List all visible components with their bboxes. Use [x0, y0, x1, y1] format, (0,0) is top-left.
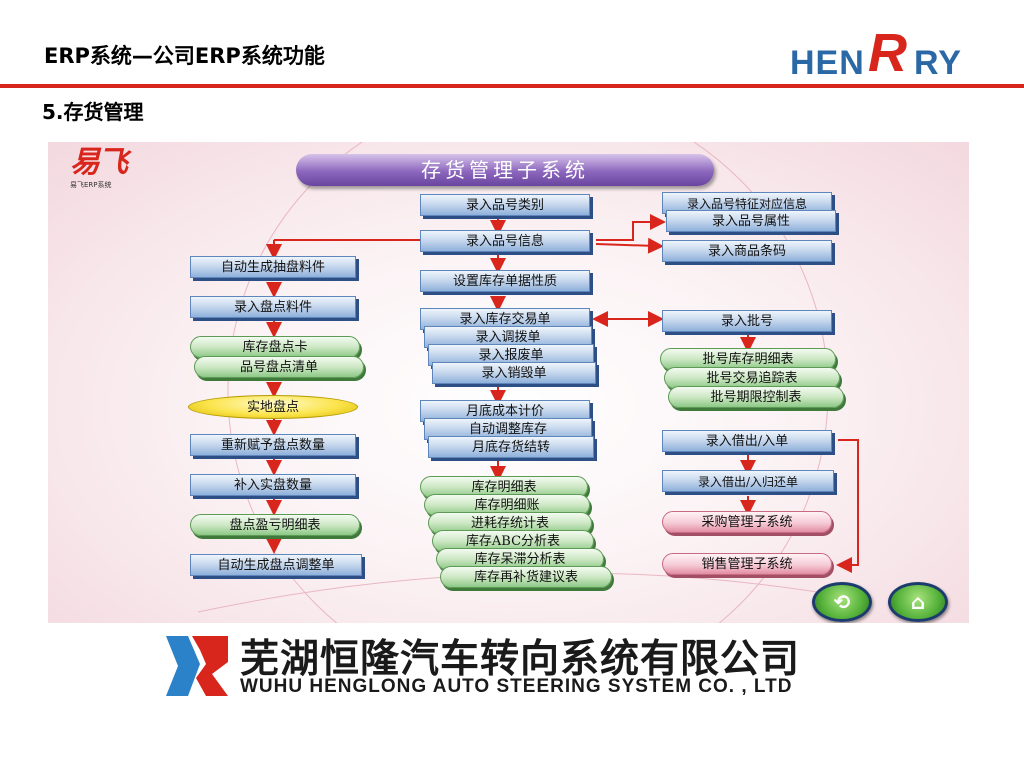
node-enter-actual-qty[interactable]: 补入实盘数量: [190, 474, 356, 496]
node-doc-property[interactable]: 设置库存单据性质: [420, 270, 590, 292]
node-physical-count[interactable]: 实地盘点: [188, 395, 358, 419]
company-name-en: WUHU HENGLONG AUTO STEERING SYSTEM CO. ,…: [240, 676, 793, 697]
node-scrap[interactable]: 录入报废单: [428, 344, 594, 366]
node-borrow-in-out[interactable]: 录入借出/入单: [662, 430, 832, 452]
report-in-out-stats[interactable]: 进耗存统计表: [428, 512, 592, 534]
henry-logo: HEN R RY: [790, 20, 990, 83]
header-divider: [0, 84, 1024, 88]
node-borrow-return[interactable]: 录入借出/入归还单: [662, 470, 834, 492]
subsystem-banner: 存货管理子系统: [296, 154, 714, 186]
company-r-mark: [166, 636, 228, 696]
home-icon: ⌂: [910, 590, 926, 614]
inventory-diagram: 易飞 易飞ERP系统 存货管理子系统 录入品号类别 录入品号信息 设置库存单据性…: [48, 142, 969, 623]
node-count-card[interactable]: 库存盘点卡: [190, 336, 360, 358]
node-month-close[interactable]: 月底存货结转: [428, 436, 594, 458]
logo-text-left: HEN: [790, 44, 865, 82]
yifei-mark: 易飞: [70, 145, 128, 180]
node-item-attribute[interactable]: 录入品号属性: [666, 210, 836, 232]
home-button[interactable]: ⌂: [888, 582, 948, 622]
logo-r: R: [868, 23, 907, 83]
section-title: 5.存货管理: [42, 100, 144, 124]
node-barcode[interactable]: 录入商品条码: [662, 240, 832, 262]
link-purchasing-subsystem[interactable]: 采购管理子系统: [662, 511, 832, 533]
report-batch-inventory[interactable]: 批号库存明细表: [660, 348, 836, 370]
node-item-info[interactable]: 录入品号信息: [420, 230, 590, 252]
refresh-button[interactable]: ⟲: [812, 582, 872, 622]
logo-text-right: RY: [914, 44, 962, 82]
node-item-category[interactable]: 录入品号类别: [420, 194, 590, 216]
slide-title: ERP系统—公司ERP系统功能: [44, 44, 325, 68]
company-logo: 芜湖恒隆汽车转向系统有限公司 WUHU HENGLONG AUTO STEERI…: [166, 628, 846, 700]
node-gain-loss-report[interactable]: 盘点盈亏明细表: [190, 514, 360, 536]
node-count-list[interactable]: 品号盘点清单: [194, 356, 364, 378]
report-replenish[interactable]: 库存再补货建议表: [440, 566, 612, 588]
yifei-logo: 易飞 易飞ERP系统: [70, 145, 128, 190]
refresh-icon: ⟲: [833, 590, 851, 614]
report-batch-expiry[interactable]: 批号期限控制表: [668, 386, 844, 408]
yifei-subtext: 易飞ERP系统: [70, 181, 112, 189]
node-reassign-qty[interactable]: 重新赋予盘点数量: [190, 434, 356, 456]
node-auto-adjust-doc[interactable]: 自动生成盘点调整单: [190, 554, 362, 576]
node-batch[interactable]: 录入批号: [662, 310, 832, 332]
company-name-cn: 芜湖恒隆汽车转向系统有限公司: [240, 637, 801, 682]
node-count-items[interactable]: 录入盘点料件: [190, 296, 356, 318]
link-sales-subsystem[interactable]: 销售管理子系统: [662, 553, 832, 575]
node-destroy[interactable]: 录入销毁单: [432, 362, 596, 384]
node-transfer[interactable]: 录入调拨单: [424, 326, 592, 348]
report-abc[interactable]: 库存ABC分析表: [432, 530, 594, 552]
report-batch-trace[interactable]: 批号交易追踪表: [664, 367, 840, 389]
node-month-cost[interactable]: 月底成本计价: [420, 400, 590, 422]
node-item-feature-map[interactable]: 录入品号特征对应信息: [662, 192, 832, 214]
node-auto-sample[interactable]: 自动生成抽盘料件: [190, 256, 356, 278]
